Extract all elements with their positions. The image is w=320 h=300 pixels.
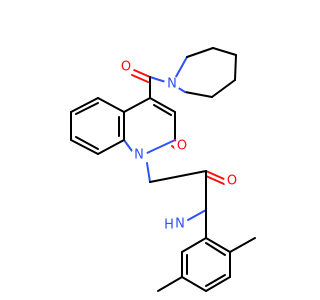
atom-label-n-piperidine: N: [167, 77, 177, 92]
bond-benzo-2-double: [75, 102, 99, 115]
bond-amide-n: [187, 209, 207, 221]
bond-benzo-1: [97, 97, 125, 113]
bond-aryl-4-double: [205, 274, 226, 287]
bond-piperidine-c4-c5: [211, 79, 236, 98]
bond-carbonyl-double-a: [133, 69, 151, 78]
bond-piperidine-c3-c4: [234, 54, 237, 81]
bond-aryl-6: [205, 237, 231, 253]
bond-benzo-4-double: [75, 136, 99, 150]
oxygen-atom-carbonyl: O: [118, 59, 134, 75]
nitrogen-atom-amide: N: [172, 216, 188, 232]
atom-label-n-amide: N: [175, 217, 185, 232]
bond-benzo-2: [70, 97, 99, 113]
bond-layer: [70, 47, 256, 292]
bond-c4-c3-single: [149, 97, 176, 113]
atom-label-o-ring: O: [177, 139, 187, 154]
atom-label-layer: O N O N O N H: [118, 59, 240, 233]
nitrogen-atom-piperidine: N: [164, 76, 180, 92]
bond-aryl-1: [181, 237, 207, 253]
hydrogen-atom-amide: H: [162, 218, 176, 233]
bond-c8a-n1: [123, 139, 133, 152]
oxygen-atom-ring-carbonyl: O: [174, 138, 190, 154]
atom-label-o-carbonyl: O: [121, 60, 131, 75]
atom-label-n-quinolinone: N: [134, 148, 144, 163]
bond-methyl-top: [229, 237, 256, 253]
bond-benzo-5: [97, 139, 125, 155]
bond-benzo-4: [70, 139, 99, 155]
bond-methyl-bottom: [157, 276, 183, 292]
bond-c2-n1: [146, 139, 176, 154]
bond-carbonyl-double-b: [131, 74, 149, 83]
bond-aryl-3: [181, 276, 207, 292]
molecule-diagram: O N O N O N H: [70, 47, 256, 292]
bond-c4-c4a: [123, 97, 151, 113]
atom-label-o-amide: O: [227, 174, 237, 189]
bond-piperidine-c1-c2: [186, 47, 214, 58]
bond-ch2-carbonyl-main: [149, 170, 207, 183]
nitrogen-atom-quinolinone: N: [131, 147, 147, 163]
bond-n1-ch2: [146, 162, 151, 183]
bond-amide-o-b: [205, 175, 225, 185]
oxygen-atom-amide: O: [224, 173, 240, 189]
bond-amide-o-a: [205, 170, 225, 180]
bond-c4-c3-double: [153, 104, 172, 116]
bond-aryl-6-double: [205, 242, 226, 256]
bond-aryl-4: [205, 276, 231, 292]
bond-piperidine-c2-c3: [212, 47, 237, 56]
atom-label-h-amide: H: [164, 218, 174, 233]
bond-piperidine-c5-c6: [184, 91, 213, 98]
